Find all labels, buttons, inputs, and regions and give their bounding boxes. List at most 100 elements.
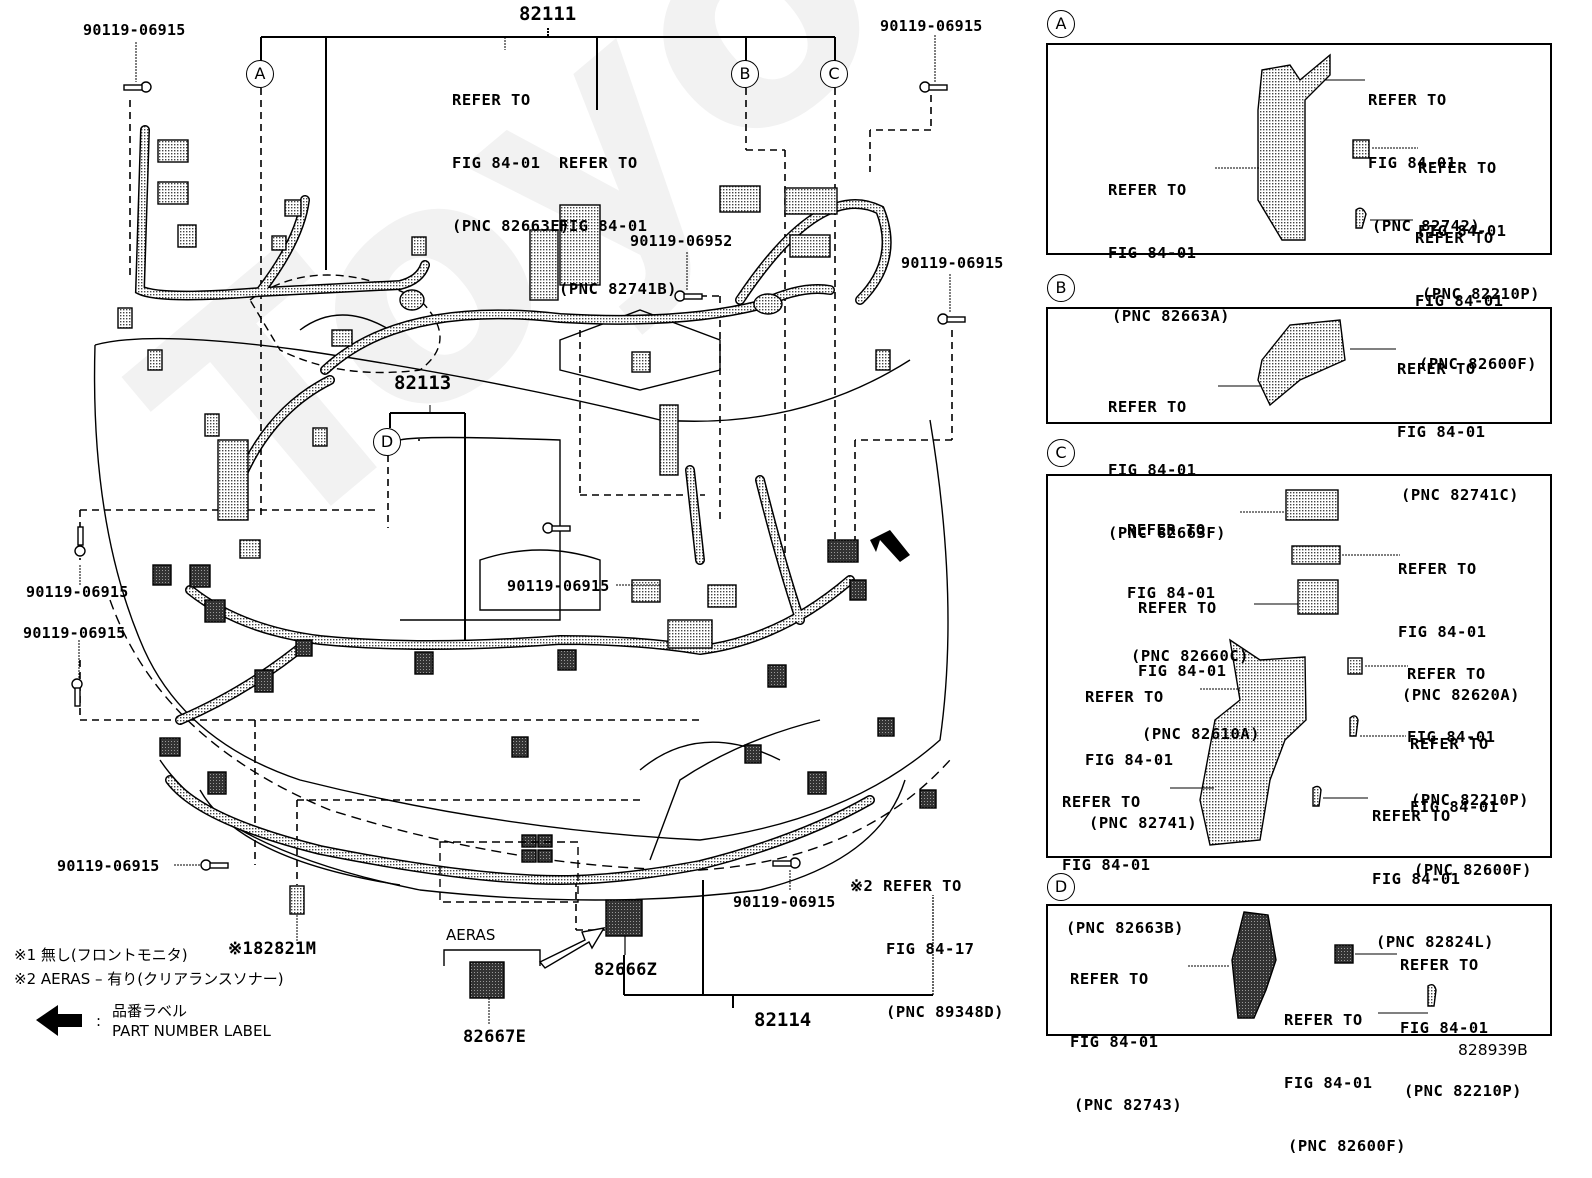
refer-82741b[interactable]: REFER TO FIG 84-01 (PNC 82741B) [559,111,677,321]
refer-line2: FIG 84-01 [452,154,541,172]
panel-b-ref-82741c[interactable]: REFER TO FIG 84-01 (PNC 82741C) [1397,317,1519,527]
refer-line3: (PNC 82663B) [1066,919,1184,937]
refer-line1: REFER TO [1415,229,1494,247]
bolt-label[interactable]: 90119-06915 [23,624,126,642]
bolt-label[interactable]: 90119-06915 [507,577,610,595]
detail-panel-c [1046,474,1552,858]
panel-illustrations [1199,53,1437,1019]
refer-line1: REFER TO [1085,688,1164,706]
refer-line3: (PNC 82743) [1074,1096,1183,1114]
assembly-label-82111: 82111 [519,3,577,25]
refer-line2: FIG 84-01 [1085,751,1174,769]
bolt-label[interactable]: 90119-06915 [83,21,186,39]
refer-line3: (PNC 82663F) [1108,524,1226,542]
bolt-label[interactable]: 90119-06915 [57,857,160,875]
panel-d-ref-82743[interactable]: REFER TO FIG 84-01 (PNC 82743) [1070,927,1182,1137]
refer-line1: REFER TO [1407,665,1486,683]
refer-89348d[interactable]: ※2 REFER TO FIG 84-17 (PNC 89348D) [850,834,1004,1044]
refer-line3: (PNC 82824L) [1376,933,1494,951]
refer-line1: REFER TO [452,91,531,109]
panel-c-ref-82600f[interactable]: REFER TO FIG 84-01 (PNC 82600F) [1410,692,1532,902]
refer-line1: REFER TO [559,154,638,172]
panel-d-circle: D [1047,873,1075,901]
refer-line3: (PNC 89348D) [886,1003,1004,1021]
refer-line3: (PNC 82210P) [1411,791,1529,809]
callout-circle-d[interactable]: D [373,428,401,456]
bolt-label[interactable]: 90119-06915 [901,254,1004,272]
panel-d-ref-82210p[interactable]: REFER TO FIG 84-01 (PNC 82210P) [1400,913,1522,1123]
refer-line3: (PNC 82741C) [1401,486,1519,504]
callout-circle-a[interactable]: A [246,60,274,88]
refer-line1: REFER TO [1400,956,1479,974]
assembly-label-82114: 82114 [754,1009,812,1031]
refer-line3: (PNC 82600F) [1414,861,1532,879]
refer-line3: (PNC 82741B) [559,280,677,298]
part-label-82667e[interactable]: 82667E [463,1027,527,1047]
refer-line2: FIG 84-01 [1415,292,1504,310]
refer-line2: FIG 84-01 [1284,1074,1373,1092]
refer-line1: REFER TO [1398,560,1477,578]
panel-a-circle: A [1047,10,1075,38]
note-2: ※2 AERAS – 有り(クリアランスソナー) [14,970,284,988]
panel-a-ref-82210p[interactable]: REFER TO FIG 84-01 (PNC 82210P) [1418,116,1540,326]
detail-panel-d [1046,904,1552,1036]
legend-label-jp: 品番ラベル [112,1002,188,1020]
panel-c-ref-82610a[interactable]: REFER TO FIG 84-01 (PNC 82610A) [1138,556,1260,766]
refer-82663e[interactable]: REFER TO FIG 84-01 (PNC 82663E) [452,48,570,258]
assembly-label-82113: 82113 [394,372,452,394]
refer-line2: FIG 84-01 [1410,798,1499,816]
refer-line1: REFER TO [1138,599,1217,617]
detail-panel-a [1046,43,1552,255]
refer-line2: FIG 84-01 [1398,623,1487,641]
diagram-drawing [36,28,1437,1036]
refer-line2: FIG 84-01 [1127,584,1216,602]
refer-line1: REFER TO [1108,398,1187,416]
bolts [71,81,966,871]
bolt-label[interactable]: 90119-06915 [26,583,129,601]
panel-c-ref-82210p[interactable]: REFER TO FIG 84-01 (PNC 82210P) [1407,622,1529,832]
refer-line2: FIG 84-01 [1407,728,1496,746]
refer-line2: FIG 84-01 [1400,1019,1489,1037]
refer-line3: (PNC 82610A) [1142,725,1260,743]
panel-a-ref-82742[interactable]: REFER TO FIG 84-01 (PNC 82742) [1368,48,1480,258]
refer-line2: FIG 84-01 [1418,222,1507,240]
refer-line2: FIG 84-01 [1108,244,1197,262]
panel-c-ref-82824l[interactable]: REFER TO FIG 84-01 (PNC 82824L) [1372,764,1494,974]
refer-line3: (PNC 82600F) [1288,1137,1406,1155]
panel-c-ref-82660c[interactable]: REFER TO FIG 84-01 (PNC 82660C) [1127,478,1249,688]
panel-a-ref-82663a[interactable]: REFER TO FIG 84-01 (PNC 82663A) [1108,138,1230,348]
refer-line3: (PNC 82742) [1372,217,1481,235]
panel-c-ref-82741[interactable]: REFER TO FIG 84-01 (PNC 82741) [1085,645,1197,855]
refer-line2: FIG 84-01 [559,217,648,235]
bolt-label[interactable]: 90119-06915 [733,893,836,911]
callout-circle-b[interactable]: B [731,60,759,88]
refer-line1: ※2 REFER TO [850,877,962,895]
part-label-82666z[interactable]: 82666Z [594,960,658,980]
refer-line3: (PNC 82741) [1089,814,1198,832]
note-1: ※1 無し(フロントモニタ) [14,946,188,964]
legend-arrow-icon [36,1005,82,1036]
bolt-icon [74,526,86,557]
bolt-icon [200,859,229,871]
refer-line1: REFER TO [1368,91,1447,109]
part-label-82821m[interactable]: ※182821M [228,939,317,959]
bolt-label[interactable]: 90119-06915 [880,17,983,35]
bolt-icon [123,81,152,93]
refer-line1: REFER TO [1410,735,1489,753]
detail-panel-b [1046,307,1552,424]
refer-line1: REFER TO [1284,1011,1363,1029]
panel-c-ref-82663b[interactable]: REFER TO FIG 84-01 (PNC 82663B) [1062,750,1184,960]
callout-circle-c[interactable]: C [820,60,848,88]
panel-d-ref-82600f[interactable]: REFER TO FIG 84-01 (PNC 82600F) [1284,968,1406,1178]
legend-colon: : [96,1012,102,1030]
refer-line2: FIG 84-01 [1070,1033,1159,1051]
panel-a-ref-82600f[interactable]: REFER TO FIG 84-01 (PNC 82600F) [1415,186,1537,396]
refer-line1: REFER TO [1062,793,1141,811]
refer-line2: FIG 84-01 [1372,870,1461,888]
refer-line3: (PNC 82663A) [1112,307,1230,325]
refer-line3: (PNC 82210P) [1422,285,1540,303]
bolt-label[interactable]: 90119-06952 [630,232,733,250]
panel-c-ref-82620a[interactable]: REFER TO FIG 84-01 (PNC 82620A) [1398,517,1520,727]
refer-line3: (PNC 82663E) [452,217,570,235]
bolt-icon [674,290,703,302]
